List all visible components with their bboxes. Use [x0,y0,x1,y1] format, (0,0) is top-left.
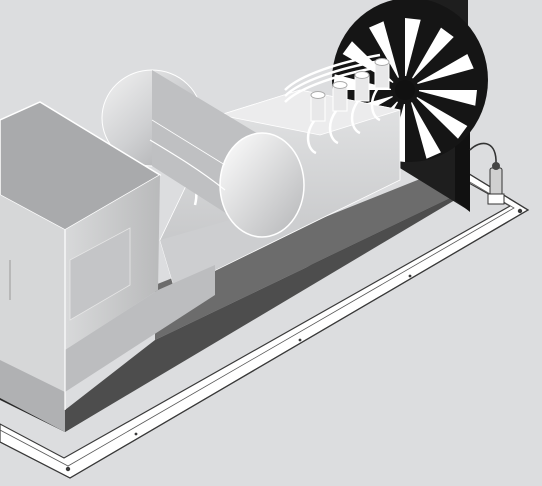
cylinder-cap [332,81,348,89]
manifold-pipe [306,120,317,155]
fan-blade [369,21,399,78]
alternator [101,69,305,238]
skid-base [0,165,455,432]
manifold-pipe [350,100,361,135]
bolt-hole [408,274,412,278]
bolt-hole [298,338,302,342]
bolt-hole [517,208,523,214]
sensor-cable [469,142,497,172]
cylinder-cap [310,91,326,99]
bolt-hole [134,432,138,436]
control-enclosure [0,101,215,432]
sensor-probe-icon [489,167,503,197]
fan-blade [412,27,454,79]
manifold-pipe [370,87,381,122]
manifold-pipe [328,110,339,145]
fan-blade [411,102,441,159]
enclosure-panel [69,227,131,321]
bolt-hole [65,466,71,472]
level-sensor [469,142,505,205]
cylinder-heads [306,58,390,155]
fan-blade [418,90,477,106]
fan-blade [417,54,474,84]
fan-blade [416,97,468,139]
fan-blade [405,18,421,77]
cylinder-cap [354,71,370,79]
cylinder-cap [374,58,390,66]
